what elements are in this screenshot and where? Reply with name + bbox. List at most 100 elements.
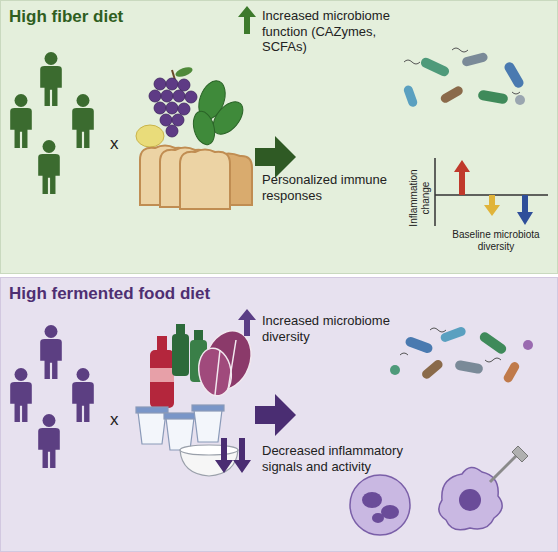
bread bbox=[140, 146, 190, 206]
grapes bbox=[154, 78, 166, 90]
people-group bbox=[38, 414, 60, 468]
immune-cell bbox=[439, 467, 502, 529]
bottles bbox=[194, 330, 203, 342]
up-arrow bbox=[238, 309, 256, 336]
spinach bbox=[190, 77, 249, 147]
bacteria bbox=[404, 48, 520, 94]
bacteria bbox=[523, 340, 533, 350]
up-arrow bbox=[238, 6, 256, 34]
bacteria bbox=[515, 95, 525, 105]
yogurt-cups bbox=[164, 413, 196, 419]
bacteria bbox=[390, 365, 400, 375]
big-arrow bbox=[255, 136, 296, 178]
grapes bbox=[178, 103, 190, 115]
bacteria bbox=[454, 360, 483, 375]
grapes bbox=[166, 78, 178, 90]
bacteria bbox=[403, 84, 419, 108]
bacteria bbox=[403, 48, 526, 108]
immune-cell bbox=[350, 475, 410, 535]
lemon bbox=[136, 125, 164, 147]
spinach bbox=[190, 109, 218, 147]
effect-text: Decreased inflammatory signals and activ… bbox=[262, 443, 422, 474]
bacteria bbox=[439, 326, 467, 343]
bottles bbox=[176, 324, 185, 336]
chart-arrows bbox=[454, 160, 533, 225]
yogurt-cups bbox=[138, 412, 166, 444]
people-group bbox=[40, 325, 62, 379]
bowl bbox=[180, 450, 238, 476]
grapes bbox=[149, 78, 197, 137]
people-group bbox=[10, 52, 94, 194]
immune-cell bbox=[372, 513, 384, 523]
radicchio bbox=[195, 346, 235, 399]
chart-axes bbox=[435, 158, 548, 226]
yogurt-cups bbox=[192, 405, 224, 411]
bread bbox=[160, 148, 210, 208]
axis-label: Baseline microbiota diversity bbox=[440, 229, 552, 253]
bacteria bbox=[390, 326, 533, 384]
bacteria bbox=[502, 360, 521, 384]
immune-cell bbox=[362, 492, 382, 508]
panel-title: High fiber diet bbox=[9, 7, 123, 27]
big-arrow bbox=[255, 394, 296, 436]
bacteria bbox=[419, 56, 450, 78]
up-arrow bbox=[238, 6, 256, 34]
bottles bbox=[172, 334, 189, 376]
yogurt-cups bbox=[136, 407, 168, 413]
bacteria bbox=[478, 330, 508, 355]
grapes bbox=[178, 79, 190, 91]
grapes bbox=[174, 65, 194, 79]
grapes bbox=[149, 65, 197, 137]
grapes bbox=[172, 114, 184, 126]
axis-label: Inflammation change bbox=[408, 158, 432, 238]
effect-text: Increased microbiome function (CAZymes, … bbox=[262, 8, 412, 55]
radicchio bbox=[197, 324, 259, 395]
bread bbox=[180, 150, 230, 210]
bacteria bbox=[439, 85, 464, 105]
bottles bbox=[157, 336, 167, 352]
grapes bbox=[154, 102, 166, 114]
times-sign: x bbox=[110, 134, 130, 154]
bread bbox=[140, 146, 252, 210]
chart-arrows bbox=[484, 195, 500, 216]
up-arrow bbox=[238, 309, 256, 336]
bottles bbox=[150, 324, 207, 408]
bottles bbox=[190, 340, 207, 382]
lemon bbox=[136, 125, 164, 147]
bacteria bbox=[420, 358, 444, 380]
people-group bbox=[72, 94, 94, 148]
bacteria bbox=[400, 328, 501, 362]
immune-cell bbox=[459, 489, 481, 511]
people-group bbox=[10, 94, 32, 148]
people-group bbox=[40, 52, 62, 106]
effect-text: Personalized immune responses bbox=[262, 172, 387, 203]
bacteria bbox=[503, 60, 526, 89]
panel-title: High fermented food diet bbox=[9, 284, 210, 304]
immune-cell bbox=[350, 475, 410, 535]
grapes bbox=[172, 70, 175, 80]
bowl bbox=[180, 445, 238, 476]
spinach bbox=[194, 77, 230, 123]
big-arrow bbox=[255, 394, 296, 436]
double-down-arrow bbox=[233, 438, 251, 473]
grapes bbox=[173, 90, 185, 102]
bowl bbox=[180, 445, 238, 455]
bacteria bbox=[404, 336, 434, 355]
people-group bbox=[38, 140, 60, 194]
effect-text: Increased microbiome diversity bbox=[262, 313, 402, 344]
grapes bbox=[149, 90, 161, 102]
grapes bbox=[160, 114, 172, 126]
grapes bbox=[166, 125, 178, 137]
people-group bbox=[72, 368, 94, 422]
people-group bbox=[10, 368, 32, 422]
bacteria bbox=[477, 89, 508, 104]
immune-cell bbox=[439, 446, 528, 530]
yogurt-cups bbox=[136, 405, 224, 450]
grapes bbox=[161, 90, 173, 102]
chart-axes bbox=[435, 158, 548, 226]
bacteria bbox=[461, 52, 488, 67]
grapes bbox=[185, 91, 197, 103]
bottles bbox=[150, 368, 174, 382]
spinach bbox=[207, 96, 248, 139]
